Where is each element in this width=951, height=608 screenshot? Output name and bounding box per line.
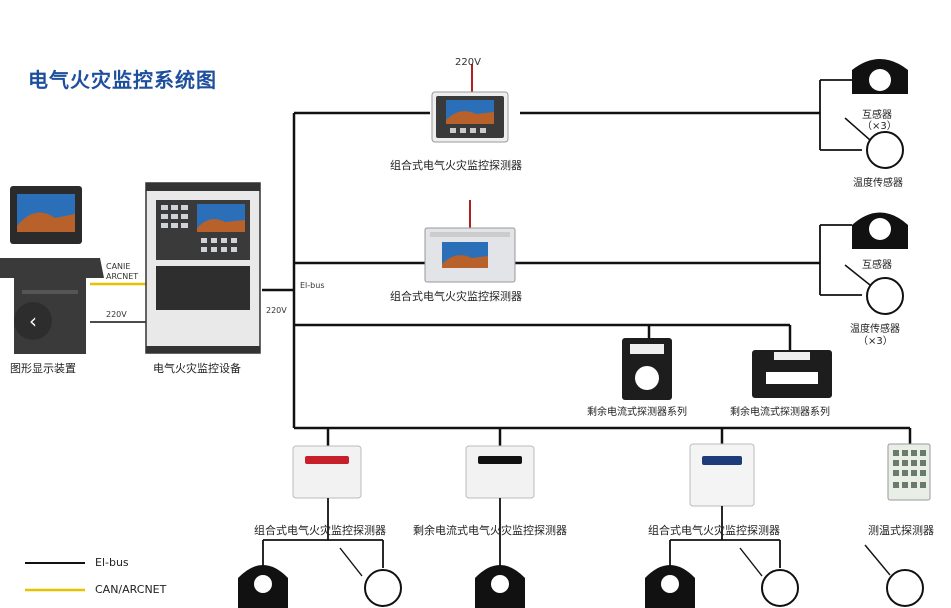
label-bottom-combo-2: 组合式电气火灾监控探测器	[648, 524, 780, 537]
label-monitor-device: 电气火灾监控设备	[153, 362, 241, 375]
label-220v-top: 220V	[455, 57, 481, 68]
label-transformer-1-count: （×3）	[862, 121, 897, 132]
label-bottom-temp: 测温式探测器	[868, 524, 934, 537]
label-residual-series-2: 剩余电流式探测器系列	[730, 407, 830, 418]
bottom-device-1	[292, 445, 362, 499]
residual-detector-1	[622, 338, 672, 400]
combo-detector-device-1	[431, 91, 509, 143]
label-bottom-residual: 剩余电流式电气火灾监控探测器	[413, 524, 567, 537]
residual-detector-2	[752, 350, 832, 398]
legend-can-label: CAN/ARCNET	[95, 583, 167, 596]
legend-elbus-label: El-bus	[95, 556, 129, 569]
right-cluster-2	[819, 224, 862, 296]
bus-lines	[262, 111, 912, 446]
bottom-device-3	[689, 443, 755, 507]
label-combo-detector-1: 组合式电气火灾监控探测器	[390, 159, 522, 172]
label-combo-detector-2: 组合式电气火灾监控探测器	[390, 290, 522, 303]
label-transformer-1: 互感器	[862, 110, 892, 121]
top-band	[0, 0, 951, 52]
label-220v-mid: 220V	[266, 306, 287, 315]
label-residual-series-1: 剩余电流式探测器系列	[587, 407, 687, 418]
display-terminal	[0, 186, 104, 354]
label-arcnet: ARCNET	[106, 272, 139, 281]
monitoring-cabinet	[145, 182, 261, 354]
temp-sensor-2	[844, 264, 904, 315]
combo-detector-device-2	[424, 227, 516, 283]
bottom-transformers	[238, 565, 695, 608]
diagram-title: 电气火灾监控系统图	[28, 68, 217, 92]
prev-arrow-icon[interactable]: ‹	[14, 302, 52, 340]
label-canie: CANIE	[106, 262, 131, 271]
bottom-device-4	[887, 443, 931, 501]
label-temp-sensor-2-count: （×3）	[858, 336, 893, 347]
bottom-branches	[262, 498, 891, 577]
label-transformer-2: 互感器	[862, 260, 892, 271]
current-transformer-1	[852, 59, 908, 94]
bottom-temp-sensors	[364, 569, 924, 607]
power-feeds	[469, 64, 473, 228]
label-temp-sensor-2: 温度传感器	[850, 324, 900, 335]
label-bottom-combo-1: 组合式电气火灾监控探测器	[254, 524, 386, 537]
right-cluster-1	[819, 79, 862, 151]
temp-sensor-1	[844, 117, 904, 169]
label-temp-sensor-1: 温度传感器	[853, 178, 903, 189]
label-220v-left: 220V	[106, 310, 127, 319]
bottom-device-2	[465, 445, 535, 499]
label-elbus-mid: El-bus	[300, 281, 325, 290]
label-display-device: 图形显示装置	[10, 362, 76, 375]
current-transformer-2	[852, 212, 908, 249]
